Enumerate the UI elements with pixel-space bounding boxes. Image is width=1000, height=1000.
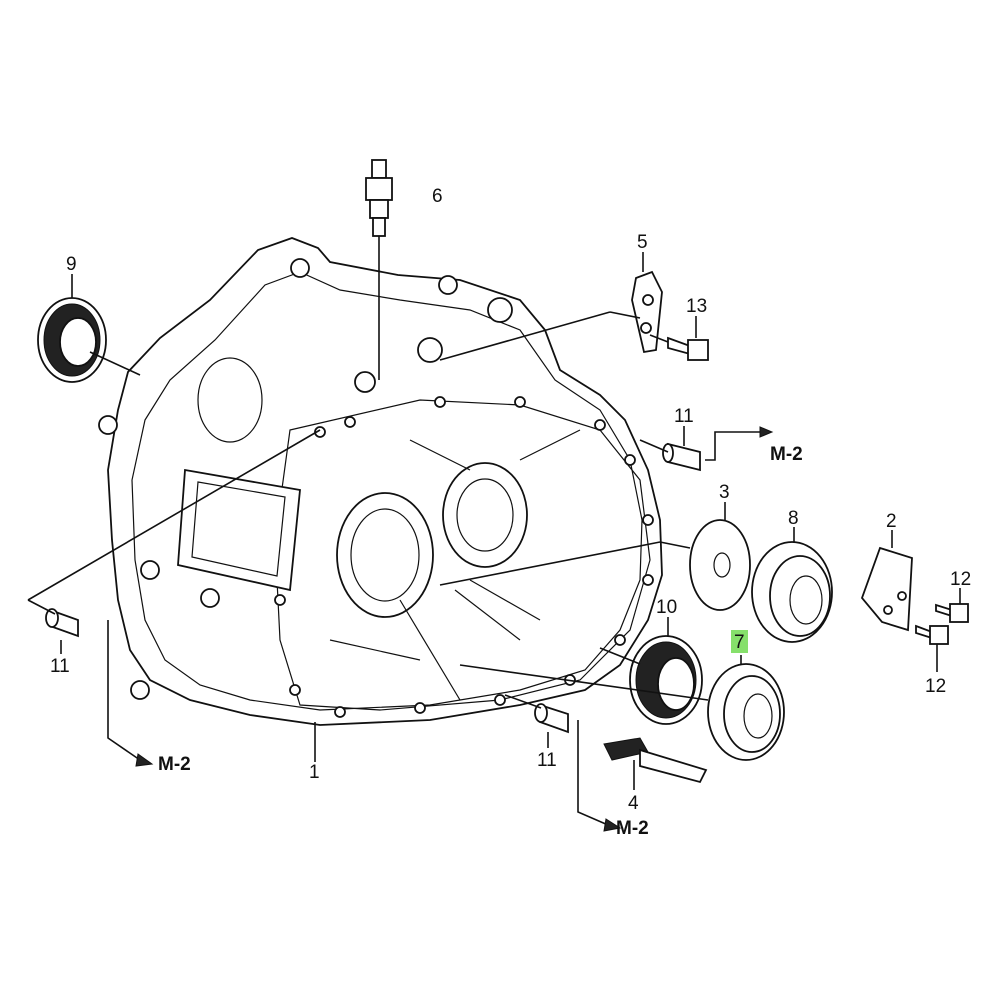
bolt-12-bottom: [915, 624, 949, 645]
callout-7-highlight: [731, 630, 748, 653]
ref-m2-left: M-2: [158, 754, 191, 775]
oil-seal-10: [599, 635, 703, 725]
plate-2: [860, 546, 913, 632]
callout-6: 6: [432, 186, 443, 207]
reference-labels: M-2 M-2 M-2: [158, 444, 803, 839]
bolt-12-top: [935, 603, 969, 623]
callout-11-right: 11: [674, 406, 694, 427]
callout-8: 8: [788, 508, 799, 529]
bracket-5: [439, 270, 663, 361]
speed-sensor-6: [365, 159, 393, 380]
callout-labels: 1 2 3 4 5 6 7 8 9 10 11 11 11 12 12 13: [50, 186, 971, 814]
leader-lines: [60, 252, 961, 762]
callout-12-bottom: 12: [925, 676, 946, 697]
callout-4: 4: [628, 793, 639, 814]
callout-12-top: 12: [950, 569, 971, 590]
callout-11-left: 11: [50, 656, 70, 677]
oil-seal-9: [37, 297, 141, 383]
ref-m2-bottom: M-2: [616, 818, 649, 839]
callout-2: 2: [886, 511, 897, 532]
dowel-pin-11-bottom: [504, 694, 622, 832]
callout-10: 10: [656, 597, 677, 618]
callout-5: 5: [637, 232, 648, 253]
disc-3: [439, 519, 751, 611]
callout-7: 7: [734, 632, 745, 653]
callout-13: 13: [686, 296, 707, 317]
callout-9: 9: [66, 254, 77, 275]
ref-m2-right: M-2: [770, 444, 803, 465]
dowel-pin-11-left: [27, 429, 321, 767]
transmission-housing: [98, 237, 663, 726]
callout-1: 1: [309, 762, 320, 783]
bearing-7: [459, 663, 785, 761]
bearing-8: [751, 541, 833, 643]
switch-4: [603, 737, 708, 790]
callout-11-bottom: 11: [537, 750, 557, 771]
callout-3: 3: [719, 482, 730, 503]
bolt-13: [649, 334, 709, 361]
dowel-pin-11-right: [639, 426, 774, 472]
